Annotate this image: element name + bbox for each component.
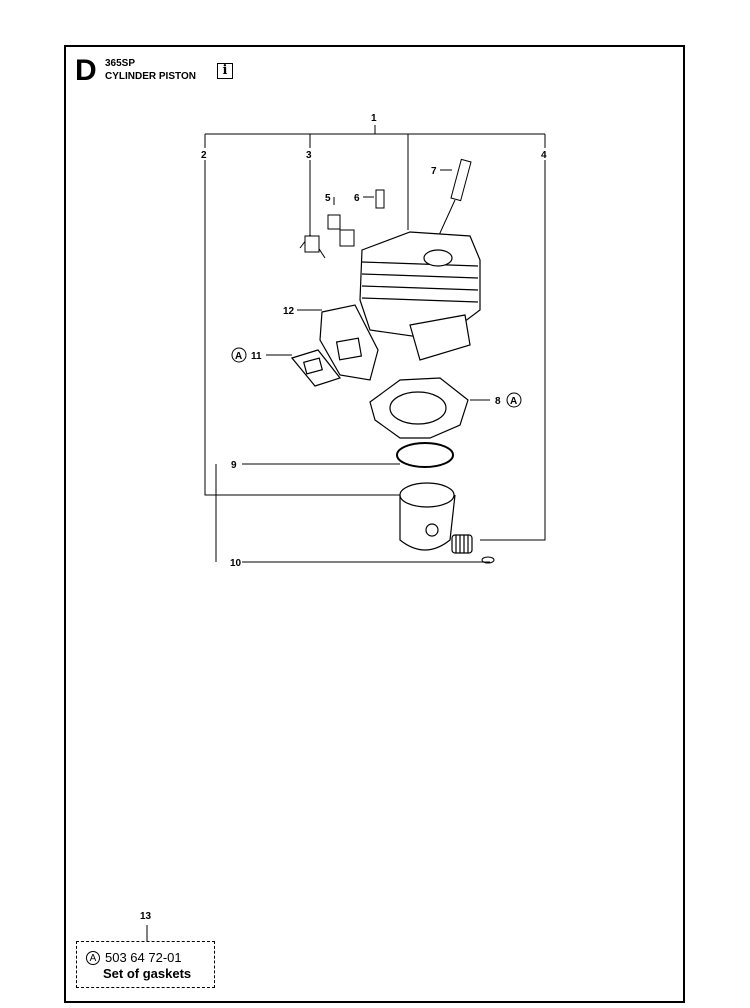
small-gasket-shape bbox=[290, 349, 342, 387]
base-gasket-shape bbox=[369, 377, 469, 439]
leader-bracket-1 bbox=[204, 125, 546, 230]
marker-a-11: A bbox=[231, 347, 247, 363]
piston-ring-shape bbox=[396, 442, 454, 468]
svg-text:A: A bbox=[510, 396, 517, 407]
kit-callout-13: 13 bbox=[140, 911, 152, 922]
leader-4 bbox=[480, 160, 546, 541]
intake-flange-shape bbox=[319, 304, 379, 381]
section-subtitle: CYLINDER PISTON bbox=[105, 71, 196, 82]
callout-8: 8 bbox=[495, 396, 501, 407]
svg-text:A: A bbox=[235, 351, 242, 362]
callout-7: 7 bbox=[431, 166, 437, 177]
leader-9 bbox=[215, 463, 400, 562]
callout-6: 6 bbox=[354, 193, 360, 204]
callout-2: 2 bbox=[201, 150, 207, 161]
section-letter: D bbox=[75, 54, 97, 87]
callout-9: 9 bbox=[231, 460, 237, 471]
info-book-icon: i bbox=[217, 63, 233, 79]
circlip-shape bbox=[481, 556, 495, 564]
callout-12: 12 bbox=[283, 306, 295, 317]
callout-11: 11 bbox=[251, 351, 262, 362]
piston-shape bbox=[399, 482, 456, 551]
cylinder-shape bbox=[359, 231, 481, 361]
callout-5: 5 bbox=[325, 193, 331, 204]
kit-part-number: 503 64 72-01 bbox=[105, 950, 182, 965]
callout-1: 1 bbox=[371, 113, 377, 124]
model-name: 365SP bbox=[105, 58, 136, 69]
callout-10: 10 bbox=[230, 558, 242, 569]
page-frame bbox=[64, 45, 685, 1003]
needle-bearing-shape bbox=[451, 534, 473, 554]
leader-2 bbox=[204, 160, 400, 496]
callout-3: 3 bbox=[306, 150, 312, 161]
kit-marker-a: A bbox=[86, 951, 100, 965]
marker-a-8: A bbox=[506, 392, 522, 408]
kit-box bbox=[76, 941, 215, 988]
screw-shapes bbox=[304, 189, 385, 253]
callout-4: 4 bbox=[541, 150, 547, 161]
kit-description: Set of gaskets bbox=[103, 966, 192, 981]
